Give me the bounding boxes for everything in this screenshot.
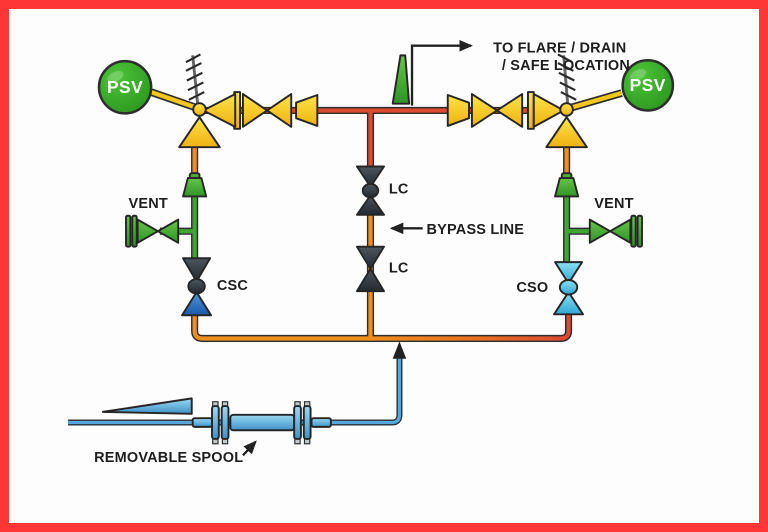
spring-icon <box>185 53 205 103</box>
reducer-right <box>446 94 470 127</box>
inlet-flow-arrow <box>392 341 407 359</box>
removable-spool-assembly <box>191 401 332 445</box>
pipe-outlines <box>68 106 595 426</box>
relief-valve-right: PSV <box>526 53 675 149</box>
psv-bubble-right <box>621 58 675 112</box>
relief-outlet-left <box>202 93 237 128</box>
flange-icon <box>211 405 220 440</box>
isolation-valve-left <box>241 93 293 128</box>
pipe-bottom-right <box>368 310 571 341</box>
csc-valve <box>181 257 213 317</box>
to-flare-label-line2: / SAFE LOCATION <box>502 58 630 74</box>
flare-arrow <box>410 39 473 106</box>
vent-label-right: VENT <box>594 196 633 212</box>
lc-label-upper: LC <box>389 182 409 198</box>
vent-valve-left <box>125 214 180 248</box>
vent-label-left: VENT <box>129 196 168 212</box>
spacer-wedge-icon <box>101 397 193 415</box>
cone-reducer-left <box>182 172 208 198</box>
cso-label: CSO <box>516 280 548 296</box>
removable-spool-label: REMOVABLE SPOOL <box>94 450 243 466</box>
cone-reducer-right <box>554 172 580 198</box>
relief-valve-left: PSV <box>97 53 242 149</box>
relief-inlet-right <box>545 116 588 149</box>
pipe-bottom-left <box>192 307 373 341</box>
reducer-left <box>295 94 319 127</box>
csc-label: CSC <box>217 278 249 294</box>
flange-icon <box>220 405 230 440</box>
spool-pointer-arrow <box>242 440 257 457</box>
spring-icon <box>557 53 577 103</box>
pipes <box>68 108 595 425</box>
psv-label-right: PSV <box>630 75 666 95</box>
bypass-label: BYPASS LINE <box>427 222 525 238</box>
vent-valve-right <box>588 214 643 248</box>
isolation-valve-right <box>470 93 524 128</box>
spade-blind-icon <box>391 54 411 105</box>
lc-valve-lower <box>355 245 385 293</box>
lc-label-lower: LC <box>389 261 409 277</box>
flange-icon <box>293 405 302 440</box>
relief-outlet-right <box>532 93 565 128</box>
relief-inlet-left <box>178 116 221 149</box>
psv-piping-diagram: PSV PSV <box>68 39 675 466</box>
psv-label-left: PSV <box>107 77 143 97</box>
psv-connector-right <box>564 90 623 112</box>
cso-valve <box>553 261 584 316</box>
to-flare-label-line1: TO FLARE / DRAIN <box>493 40 626 56</box>
lc-valve-upper <box>355 165 385 216</box>
flange-icon <box>302 405 312 440</box>
pipe-inlet-line <box>68 357 402 425</box>
psv-bubble-left <box>97 59 153 115</box>
